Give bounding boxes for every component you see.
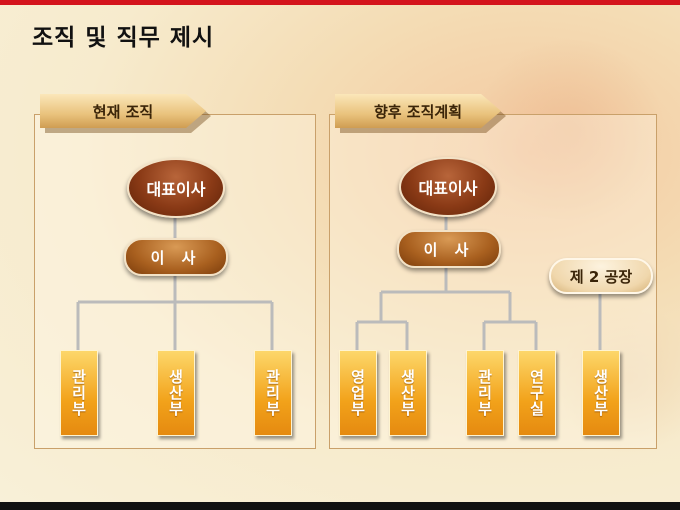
current-ceo-node: 대표이사 xyxy=(127,158,225,218)
current-dept-box: 생산부 xyxy=(157,350,195,436)
future-dept-box: 연구실 xyxy=(518,350,556,436)
future-director-node: 이 사 xyxy=(397,230,501,268)
background-swirl xyxy=(470,40,670,220)
current-dept-box: 관리부 xyxy=(60,350,98,436)
future-dept-box: 생산부 xyxy=(582,350,620,436)
future-dept-box: 생산부 xyxy=(389,350,427,436)
page-title: 조직 및 직무 제시 xyxy=(32,25,215,51)
future-ceo-node: 대표이사 xyxy=(399,157,497,217)
future-dept-box: 영업부 xyxy=(339,350,377,436)
future-dept-box: 관리부 xyxy=(466,350,504,436)
background-swirl xyxy=(560,300,680,460)
top-accent-bar xyxy=(0,0,680,5)
future-org-tag: 향후 조직계획 xyxy=(335,94,501,128)
current-dept-box: 관리부 xyxy=(254,350,292,436)
bottom-bar xyxy=(0,502,680,510)
future-factory-node: 제 2 공장 xyxy=(549,258,653,294)
current-org-tag: 현재 조직 xyxy=(40,94,206,128)
current-director-node: 이 사 xyxy=(124,238,228,276)
